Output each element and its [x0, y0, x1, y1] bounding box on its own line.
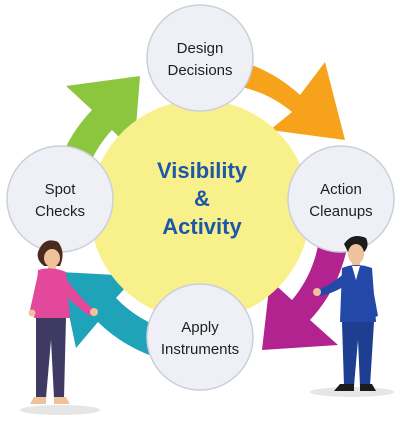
center-circle [90, 100, 310, 320]
node-apply-instruments: Apply Instruments [146, 283, 254, 391]
woman-shadow [20, 405, 100, 415]
node-top-line1: Design [177, 40, 224, 57]
node-bottom-line1: Apply [181, 319, 219, 336]
man-presenter-figure [313, 236, 378, 391]
node-spot-checks: Spot Checks [6, 145, 114, 253]
node-top-line2: Decisions [167, 62, 232, 79]
node-action-cleanups: Action Cleanups [287, 145, 395, 253]
node-design-decisions: Design Decisions [146, 4, 254, 112]
center-title-line3: Activity [162, 214, 242, 239]
node-right-line2: Cleanups [309, 203, 372, 220]
center-title-line1: Visibility [157, 158, 248, 183]
node-bottom-line2: Instruments [161, 341, 239, 358]
node-right-line1: Action [320, 181, 362, 198]
node-left-line1: Spot [45, 181, 77, 198]
node-left-line2: Checks [35, 203, 85, 220]
center-title-line2: & [194, 186, 210, 211]
woman-presenter-figure [28, 240, 98, 404]
